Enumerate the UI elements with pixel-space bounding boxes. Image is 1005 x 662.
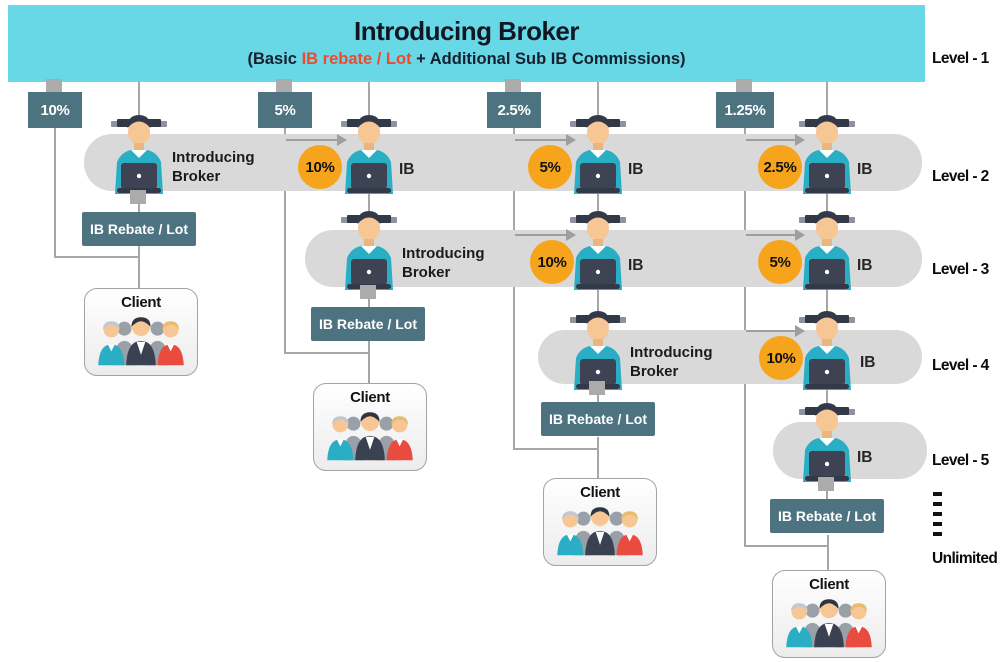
rate-box-2-5: 2.5% [487,92,541,128]
connector-square [276,79,292,93]
commission-arrow [746,134,805,146]
client-card: Client [543,478,657,566]
commission-arrow [746,229,805,241]
node-label: IB [857,449,873,466]
broker-figure [337,110,401,194]
client-group-icon [557,507,643,556]
connector-square [818,477,834,491]
broker-figure [337,206,401,290]
client-group-icon [327,412,413,461]
client-card: Client [313,383,427,471]
level-label-3: Level - 3 [932,261,989,278]
commission-badge: 10% [298,145,342,189]
rebate-box: IB Rebate / Lot [770,499,884,533]
rate-elbow-2-5 [513,448,599,450]
commission-arrow [746,325,805,337]
client-group-icon [98,317,184,366]
client-card: Client [772,570,886,658]
broker-figure [795,110,859,194]
commission-arrow [515,134,576,146]
commission-arrow [515,229,576,241]
broker-figure [795,206,859,290]
broker-figure [566,306,630,390]
connector-square [589,381,605,395]
connector-square [505,79,521,93]
client-label: Client [350,389,390,406]
node-label: IB [857,257,873,274]
rate-elbow-1-25 [744,545,828,547]
connector-square [46,79,62,93]
rate-elbow-10 [54,256,140,258]
connector-line [138,246,140,290]
connector-line [597,437,599,480]
rebate-box: IB Rebate / Lot [541,402,655,436]
client-label: Client [809,576,849,593]
node-label: Introducing Broker [172,149,255,185]
rate-line-5 [284,128,286,354]
rate-box-5: 5% [258,92,312,128]
commission-badge: 10% [759,336,803,380]
rate-line-2-5 [513,128,515,450]
level-label-1: Level - 1 [932,50,989,67]
client-card: Client [84,288,198,376]
rate-elbow-5 [284,352,370,354]
node-label: IB [628,257,644,274]
header-banner: Introducing Broker (Basic IB rebate / Lo… [8,5,925,82]
rate-box-1-25: 1.25% [716,92,774,128]
connector-line [827,535,829,572]
node-label: Introducing Broker [402,245,485,281]
broker-figure [107,110,171,194]
level-label-4: Level - 4 [932,357,989,374]
vertical-ellipsis [933,492,942,536]
diagram-subtitle: (Basic IB rebate / Lot + Additional Sub … [247,50,686,68]
connector-square [130,190,146,204]
commission-badge: 2.5% [758,145,802,189]
commission-badge: 10% [530,240,574,284]
rate-box-10: 10% [28,92,82,128]
rebate-box: IB Rebate / Lot [82,212,196,246]
broker-figure [795,398,859,482]
level-label-5: Level - 5 [932,452,989,469]
client-group-icon [786,599,872,648]
commission-arrow [286,134,347,146]
connector-square [736,79,752,93]
node-label: Introducing Broker [630,344,713,380]
connector-square [360,285,376,299]
rebate-box: IB Rebate / Lot [311,307,425,341]
node-label: IB [399,161,415,178]
rate-line-10 [54,128,56,258]
connector-line [368,82,370,307]
broker-figure [566,206,630,290]
subtitle-highlight: IB rebate / Lot [301,50,412,68]
node-label: IB [628,161,644,178]
client-label: Client [121,294,161,311]
broker-figure [795,306,859,390]
broker-figure [566,110,630,194]
commission-badge: 5% [528,145,572,189]
connector-line [368,341,370,385]
commission-badge: 5% [758,240,802,284]
diagram-title: Introducing Broker [353,16,580,46]
node-label: IB [857,161,873,178]
node-label: IB [860,354,876,371]
level-label-2: Level - 2 [932,168,989,185]
level-label-unlimited: Unlimited [932,550,998,567]
client-label: Client [580,484,620,501]
connector-line [826,82,828,499]
